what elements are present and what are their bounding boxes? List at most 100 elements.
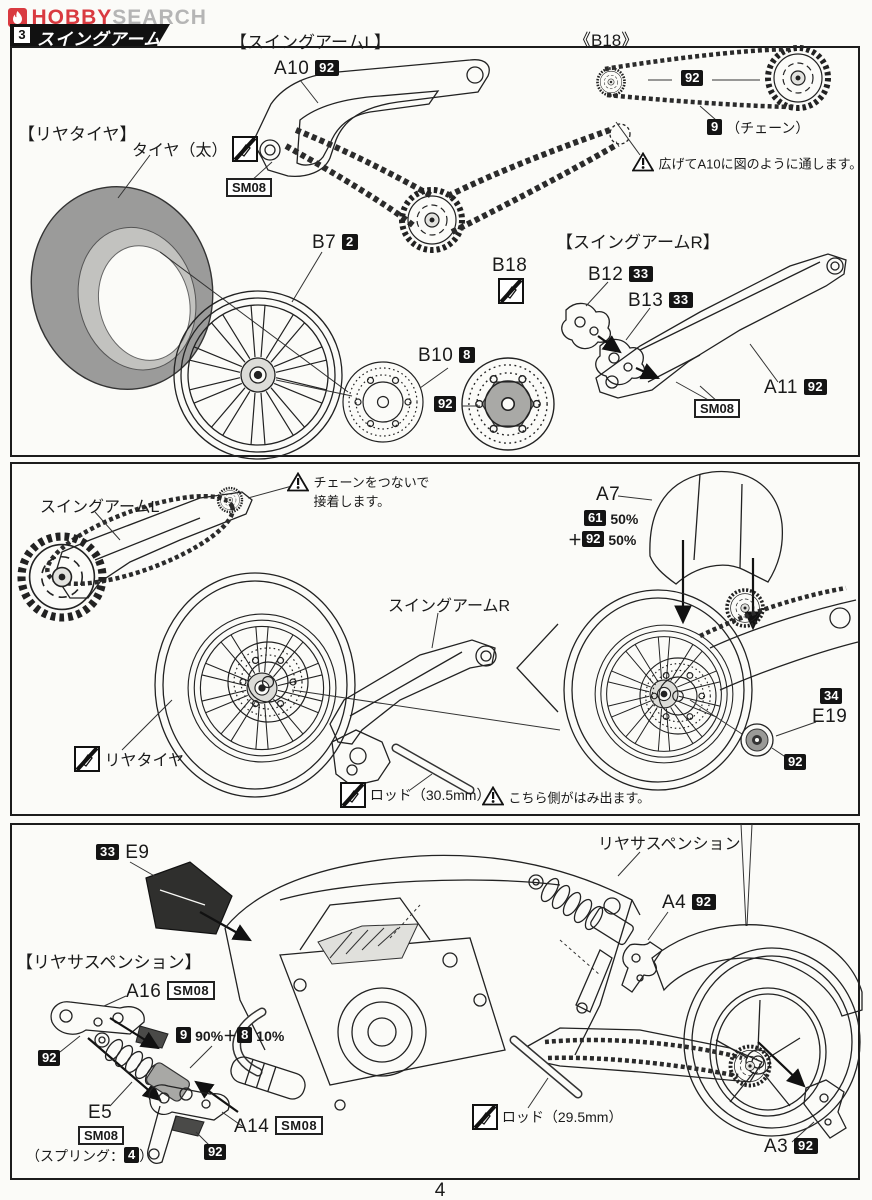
heading-swingarm-r: 【スイングアームR】	[556, 233, 720, 252]
mid-assembled-wheel-drawing	[563, 585, 859, 791]
bot-a4-part-drawing	[621, 911, 669, 993]
color-chip: 33	[629, 266, 653, 282]
bot-frame-engine-drawing	[224, 854, 641, 1111]
paint-mix-shock: 9 90%＋8 10%	[176, 1026, 284, 1046]
mid-swingarm-l-drawing	[22, 485, 293, 617]
no-cement-icon	[340, 782, 366, 811]
label-e9: 33 E9	[96, 842, 150, 864]
bot-a14-rocker-drawing	[147, 1084, 243, 1164]
label-swingarm-r: スイングアームR	[388, 598, 511, 615]
heading-b18: 《B18》	[574, 31, 639, 50]
color-chip-92-left: 92	[38, 1050, 61, 1069]
step-number: 3	[14, 27, 30, 43]
warning-pass-chain: 広げてA10に図のように通します。	[631, 151, 862, 177]
color-chip: 33	[96, 844, 120, 860]
warning-glue-chain: チェーンをつないで接着します。	[286, 471, 429, 510]
disc-color-chip: 92	[434, 396, 457, 415]
color-chip: 92	[692, 894, 716, 910]
label-chain: 9 （チェーン）	[707, 118, 809, 138]
color-chip: 9	[176, 1027, 192, 1043]
label-b7: B7 2	[312, 232, 358, 254]
section-bottom-frame	[10, 823, 860, 1180]
color-chip: 2	[342, 234, 358, 250]
color-chip-92: 92	[784, 754, 807, 773]
runner-box-sm08-right: SM08	[694, 399, 740, 420]
top-chain-drawing	[284, 121, 641, 250]
step-banner: 3 スイングアーム	[10, 24, 170, 46]
page-number: 4	[434, 1180, 446, 1200]
runner-box: SM08	[167, 981, 216, 1000]
heading-rear-suspension: 【リヤサスペンション】	[16, 953, 202, 972]
label-e5: E5	[88, 1102, 113, 1123]
section-top-frame	[10, 46, 860, 457]
color-chip-92-a14: 92	[204, 1144, 227, 1163]
bot-a3-part-drawing	[757, 1041, 847, 1143]
no-cement-icon	[231, 136, 258, 167]
label-swingarm-l: スイングアームL	[40, 499, 160, 516]
color-chip: 92	[315, 60, 339, 76]
runner-box-sm08-e5: SM08	[78, 1126, 124, 1147]
color-chip: 8	[459, 347, 475, 363]
color-chip: 92	[794, 1138, 818, 1154]
no-cement-icon	[472, 1104, 498, 1133]
label-a10: A10 92	[274, 58, 339, 80]
bot-rod-drawing	[509, 1035, 583, 1109]
paint-mix-line2: ＋92 50%	[568, 531, 637, 548]
label-b13: B13 33	[628, 290, 693, 312]
paint-mix-line1: 61 50%	[584, 510, 638, 527]
label-b18-part: B18	[492, 255, 528, 276]
no-cement-icon	[74, 746, 100, 777]
runner-box: SM08	[275, 1116, 324, 1135]
logo-text-hobby: HOBBY	[31, 6, 113, 29]
top-swingarm-r-drawing	[561, 253, 847, 403]
top-b18-inset-drawing	[596, 48, 829, 121]
label-rod-305: ロッド（30.5mm）	[340, 782, 490, 811]
mid-bracket-indicator	[516, 623, 559, 713]
label-rear-suspension: リヤサスペンション	[598, 836, 741, 853]
bot-rear-wheel-drawing	[527, 924, 863, 1137]
label-tire: タイヤ（太）	[132, 136, 258, 167]
bot-rear-suspension-drawing	[528, 823, 753, 1014]
top-rear-tire-drawing	[30, 154, 349, 393]
mid-fender-a7-drawing	[617, 470, 784, 631]
step-title: スイングアーム	[37, 30, 162, 49]
hobby-search-logo: HOBBYSEARCH	[8, 6, 207, 29]
top-swingarm-l-drawing	[252, 59, 490, 178]
section-middle-frame	[10, 462, 860, 816]
warning-triangle-icon	[631, 151, 655, 177]
color-chip-34: 34	[820, 688, 843, 707]
mid-swingarm-r-drawing	[329, 612, 497, 795]
warning-triangle-icon	[286, 471, 310, 497]
label-rear-tire: リヤタイヤ	[74, 746, 184, 777]
label-e19: E19	[812, 706, 848, 727]
color-chip: 61	[584, 510, 607, 526]
color-chip: 8	[237, 1027, 253, 1043]
bot-a16-rocker-drawing	[50, 995, 239, 1113]
color-chip: 33	[669, 292, 693, 308]
mid-rear-wheel-drawing	[121, 572, 561, 798]
heading-swingarm-l: 【スイングアームL】	[230, 33, 391, 52]
color-chip: 9	[707, 119, 723, 135]
label-b12: B12 33	[588, 264, 653, 286]
label-a3: A3 92	[764, 1136, 818, 1158]
label-a7: A7	[596, 484, 621, 505]
color-chip: 4	[124, 1147, 140, 1163]
bot-shock-e5-drawing	[94, 1032, 213, 1107]
no-cement-icon	[498, 278, 524, 309]
note-spring: （スプリング：4）	[26, 1147, 154, 1164]
color-chip: 92	[803, 379, 828, 395]
warning-side-sticks-out: こちら側がはみ出ます。	[481, 785, 650, 811]
label-a14: A14 SM08	[234, 1116, 324, 1138]
top-brake-disc-drawings	[342, 357, 555, 451]
chain-color-chip: 92	[681, 70, 704, 89]
label-b10: B10 8	[418, 345, 475, 367]
logo-text-search: SEARCH	[112, 6, 207, 29]
heading-rear-tire: 【リヤタイヤ】	[18, 125, 137, 144]
flame-icon	[8, 7, 27, 32]
runner-box-sm08-left: SM08	[226, 178, 272, 199]
label-rod-295: ロッド（29.5mm）	[472, 1104, 622, 1133]
label-a11: A11 92	[764, 377, 828, 399]
warning-triangle-icon	[481, 785, 505, 811]
